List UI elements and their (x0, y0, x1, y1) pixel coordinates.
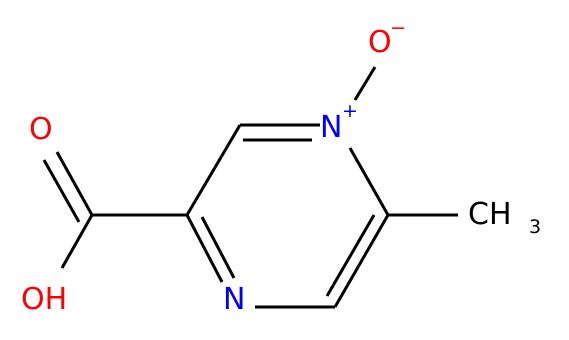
bond-n-o (353, 66, 377, 101)
bond-c-oh (60, 214, 94, 269)
bond-carbonyl-inner (42, 159, 81, 223)
bond-c2-c3 (185, 124, 242, 216)
bond-group (42, 66, 458, 309)
bond-c5-c6-inner (325, 214, 376, 297)
charge-plus: + (342, 100, 358, 122)
bond-n1-c2 (185, 214, 224, 283)
atom-oxide-oxygen: O (368, 25, 392, 60)
atom-methyl-carbon: CH (468, 197, 512, 232)
bond-n4-c5 (348, 147, 390, 216)
bond-n1-c2-inner (200, 216, 236, 279)
methyl-subscript: 3 (529, 216, 541, 238)
bond-carbonyl (55, 151, 94, 216)
atom-carbonyl-oxygen: O (29, 112, 53, 147)
bond-c5-c6 (333, 214, 390, 308)
atom-n-plus: N (320, 110, 342, 145)
charge-minus: − (390, 17, 406, 39)
atom-ring-nitrogen: N (223, 282, 245, 317)
atom-hydroxyl: OH (21, 282, 67, 317)
